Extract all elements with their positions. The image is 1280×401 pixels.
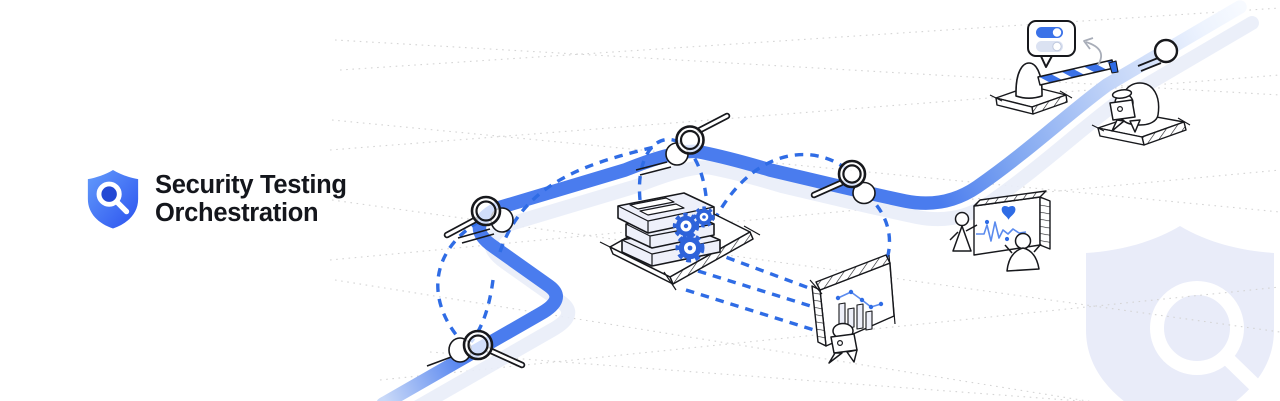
gremlin-laptop-figure xyxy=(1091,82,1191,146)
robot-analyst-figure xyxy=(828,322,858,364)
toggles-tooltip-icon xyxy=(1027,20,1102,68)
person-figure xyxy=(1004,232,1042,272)
dashed-scan-arcs xyxy=(436,137,892,348)
magnifier-icon xyxy=(1137,38,1179,72)
heartbeat-billboard-icon xyxy=(973,190,1051,256)
page-title: Security Testing Orchestration xyxy=(155,167,347,227)
magnifier-icon xyxy=(443,195,514,244)
toggle-on-icon xyxy=(1036,27,1063,38)
magnifier-icon xyxy=(810,159,876,205)
shield-logo-icon xyxy=(87,170,139,229)
heart-icon xyxy=(1001,205,1016,220)
person-figure xyxy=(949,211,978,252)
build-machine-box xyxy=(617,192,721,267)
gear-icon xyxy=(672,212,700,240)
gear-icon xyxy=(693,206,715,228)
toggle-off-icon xyxy=(1036,41,1063,52)
gear-icon xyxy=(675,233,705,263)
magnifier-icon xyxy=(426,329,526,369)
pipeline-road xyxy=(376,0,1247,401)
shield-watermark-icon xyxy=(1086,226,1274,401)
toll-barrier-icon xyxy=(989,59,1119,115)
magnifier-icon xyxy=(635,112,731,176)
curved-arrow-icon xyxy=(1085,41,1102,66)
title-line-2: Orchestration xyxy=(155,199,319,227)
product-logo: Security Testing Orchestration xyxy=(84,167,347,231)
perspective-grid-lines xyxy=(329,7,1280,401)
title-line-1: Security Testing xyxy=(155,171,347,199)
